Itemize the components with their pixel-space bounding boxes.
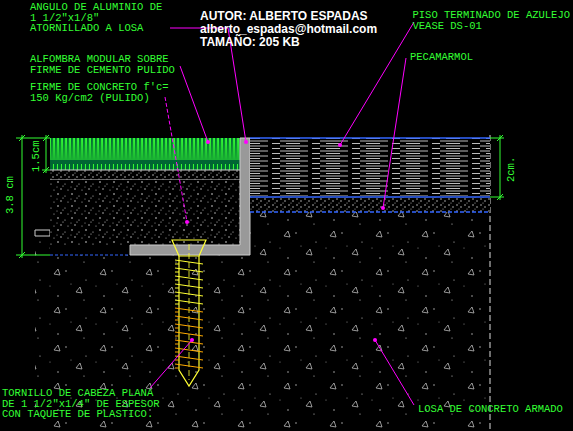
- tile-floor: [250, 138, 490, 212]
- screw-thread: [175, 356, 203, 360]
- carpet-floor: [50, 138, 240, 255]
- part-note: ANGULO DE ALUMINIO DE 1 1/2"x1/8" ATORNI…: [30, 2, 169, 34]
- screw-thread: [175, 308, 203, 312]
- screw-thread: [175, 268, 203, 272]
- part-note: PISO TERMINADO DE AZULEJO VEASE DS-01: [412, 10, 570, 31]
- part-note: LOSA DE CONCRETO ARMADO: [418, 404, 563, 415]
- leader-lines: [150, 22, 414, 405]
- leader-dots: [185, 140, 385, 342]
- part-note: TORNILLO DE CABEZA PLANA DE 1 1/2"x1/4" …: [2, 388, 160, 420]
- screw: [172, 240, 206, 386]
- author-watermark: alberto_espadas@hotmail.com: [200, 23, 377, 36]
- screw-thread: [175, 284, 203, 288]
- screw-thread: [175, 348, 203, 352]
- screw-thread: [175, 276, 203, 280]
- screw-thread: [175, 292, 203, 296]
- screw-thread: [175, 324, 203, 328]
- part-note: PECAMARMOL: [410, 52, 473, 63]
- screw-thread: [175, 332, 203, 336]
- dimension-text: 2cm.: [506, 157, 517, 182]
- dimension-text: 3.8 cm: [5, 176, 16, 214]
- dimension-text: 1.5cm: [31, 140, 42, 172]
- part-note: ALFOMBRA MODULAR SOBRE FIRME DE CEMENTO …: [30, 54, 175, 75]
- slab: [35, 135, 490, 431]
- screw-thread: [175, 364, 203, 368]
- author-watermark: TAMAÑO: 205 KB: [200, 36, 300, 49]
- author-watermark: AUTOR: ALBERTO ESPADAS: [200, 10, 368, 23]
- screw-thread: [175, 260, 203, 264]
- dimension-lines: [16, 135, 504, 258]
- part-note: FIRME DE CONCRETO f'c= 150 Kg/cm2 (PULID…: [30, 82, 181, 103]
- screw-thread: [175, 316, 203, 320]
- screw-thread: [175, 300, 203, 304]
- aluminum-angle: [130, 138, 250, 255]
